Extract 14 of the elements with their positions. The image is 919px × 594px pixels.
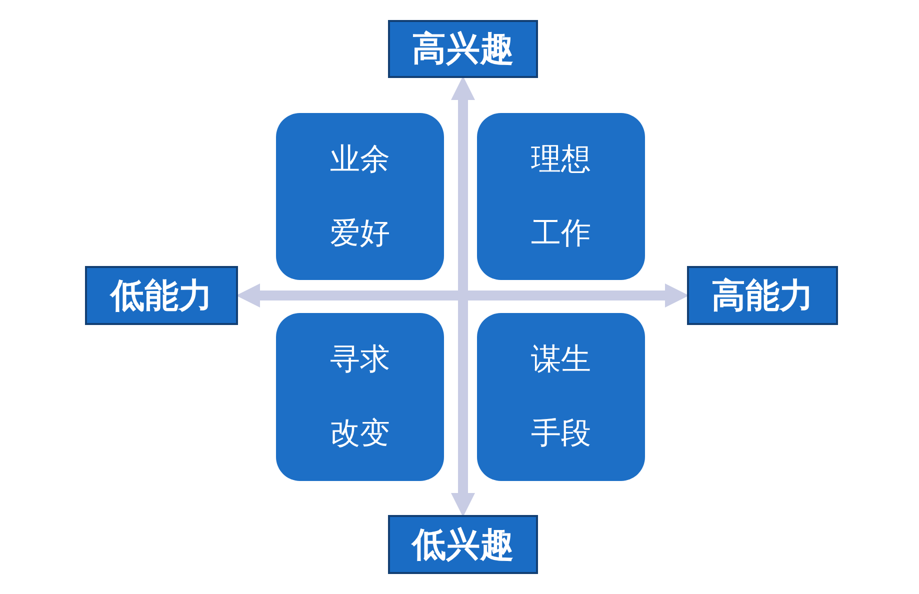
- quadrant-text: 业余爱好: [329, 140, 391, 252]
- double-arrow: [451, 76, 475, 517]
- quadrant-box: [276, 113, 444, 280]
- axis-label: 高兴趣: [388, 20, 538, 78]
- axis-label: 高能力: [687, 266, 838, 325]
- quadrant-box: [477, 313, 645, 481]
- double-arrow: [236, 284, 689, 308]
- quadrant-box: [276, 313, 444, 481]
- quadrant-box: [477, 113, 645, 280]
- quadrant-text: 寻求改变: [329, 341, 391, 453]
- axis-label: 低兴趣: [388, 515, 538, 574]
- quadrant-text: 理想工作: [530, 140, 592, 252]
- axis-label: 低能力: [85, 266, 238, 325]
- quadrant-text: 谋生手段: [530, 341, 592, 453]
